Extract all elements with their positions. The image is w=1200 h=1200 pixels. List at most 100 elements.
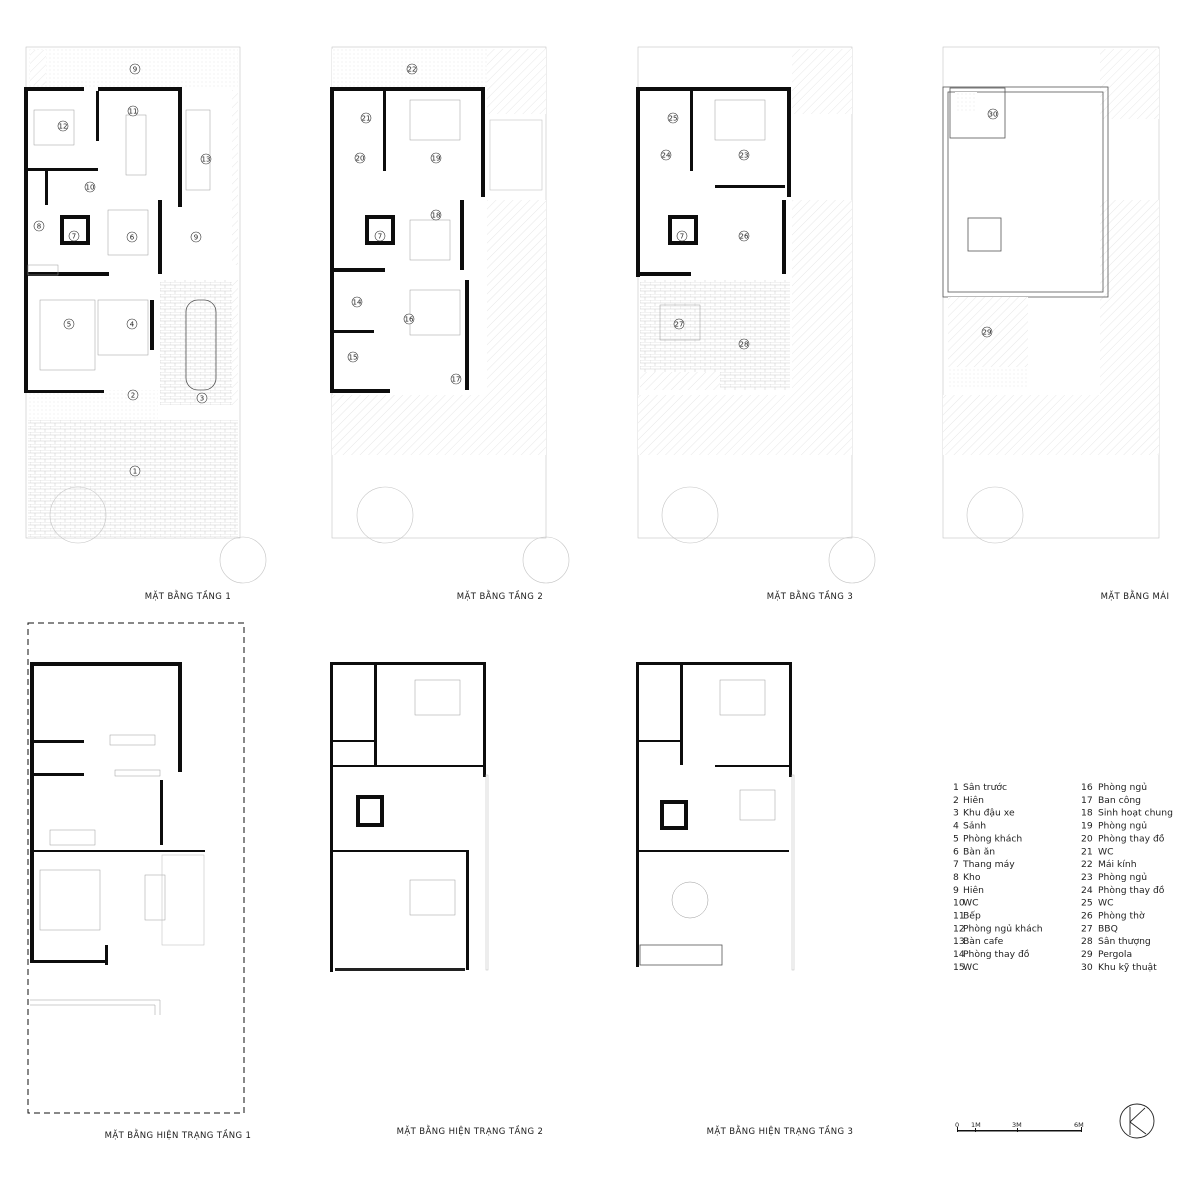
- wall: [374, 665, 377, 765]
- wall: [333, 765, 483, 767]
- room-number-bubble: [127, 105, 139, 117]
- tree-icon: [661, 486, 719, 544]
- legend-number: 5: [953, 833, 959, 844]
- plan-title: MẶT BẰNG HIỆN TRẠNG TẦNG 3: [707, 1124, 854, 1137]
- roof-tiles: [792, 49, 852, 114]
- room-number-bubble: [406, 63, 418, 75]
- room-number: 27: [675, 321, 684, 329]
- wall: [105, 945, 108, 965]
- wall: [333, 850, 468, 852]
- wall: [787, 87, 791, 197]
- room-number-bubble: [403, 313, 415, 325]
- guest-bed: [33, 109, 75, 146]
- legend-number: 19: [1081, 821, 1093, 832]
- property-line: [791, 774, 795, 971]
- wall: [690, 91, 693, 171]
- wall: [636, 87, 640, 277]
- room-number-bubble: [673, 318, 685, 330]
- room-number: 12: [59, 123, 68, 131]
- legend-label: WC: [963, 962, 979, 973]
- tree-icon: [828, 536, 876, 584]
- altar-furniture: [739, 789, 776, 821]
- room-number: 28: [740, 341, 749, 349]
- site-boundary-dashed: [27, 622, 245, 1114]
- room-number-bubble: [127, 389, 139, 401]
- legend-number: 24: [1081, 885, 1093, 896]
- wall: [160, 780, 163, 845]
- wall: [178, 87, 182, 207]
- wall: [330, 662, 485, 665]
- dining-table: [107, 209, 149, 256]
- lobby-seating: [97, 299, 149, 356]
- porch-2: [28, 390, 158, 420]
- legend-number: 14: [953, 949, 965, 960]
- planter: [30, 50, 46, 85]
- wall: [789, 662, 792, 777]
- roof-tiles: [487, 49, 546, 114]
- tree-icon: [522, 536, 570, 584]
- room-number-bubble: [981, 326, 993, 338]
- bed: [409, 99, 461, 141]
- legend-label: WC: [1098, 846, 1114, 857]
- wall: [465, 280, 469, 390]
- legend-number: 11: [953, 911, 965, 922]
- wall: [483, 662, 486, 777]
- side-yard: [161, 854, 205, 946]
- legend-number: 2: [953, 795, 959, 806]
- balcony-rail: [335, 968, 465, 971]
- legend-number: 22: [1081, 859, 1093, 870]
- kitchen-island: [125, 114, 147, 176]
- roof-tiles: [943, 395, 1159, 455]
- plan-floor-2: 22 21 20 19 18 7 14 16 15 17 MẶT BẰNG TẦ…: [330, 46, 570, 602]
- room-number-bubble: [129, 63, 141, 75]
- plan-title: MẶT BẰNG MÁI: [1101, 589, 1170, 602]
- room-number: 7: [680, 233, 684, 241]
- dining-chairs: [109, 734, 156, 746]
- legend-label: Phòng ngủ: [1098, 821, 1147, 832]
- wall: [782, 200, 786, 274]
- room-number: 16: [405, 316, 414, 324]
- room-number-bubble: [430, 152, 442, 164]
- room-number-bubble: [430, 209, 442, 221]
- legend-number: 16: [1081, 782, 1093, 793]
- tree-icon: [219, 536, 267, 584]
- planter: [232, 280, 238, 405]
- room-number-bubble: [347, 351, 359, 363]
- tree-icon: [49, 486, 107, 544]
- legend-label: Ban công: [1098, 795, 1141, 806]
- legend-number: 18: [1081, 808, 1093, 819]
- room-number-bubble: [667, 112, 679, 124]
- legend-label: Phòng thờ: [1098, 911, 1145, 922]
- room-number-bubble: [126, 318, 138, 330]
- cafe-tables: [185, 109, 211, 191]
- room-number-bubble: [200, 153, 212, 165]
- elevator-core: [369, 219, 391, 241]
- legend-number: 10: [953, 898, 965, 909]
- stair-steps: [49, 829, 96, 846]
- wall: [639, 850, 789, 852]
- plan-title: MẶT BẰNG HIỆN TRẠNG TẦNG 1: [105, 1128, 252, 1141]
- wall: [334, 330, 374, 333]
- room-number-bubble: [360, 112, 372, 124]
- legend-label: Phòng ngủ: [1098, 872, 1147, 883]
- planter: [948, 367, 1028, 387]
- room-number-bubble: [190, 231, 202, 243]
- bbq-table: [671, 881, 709, 919]
- legend-label: Thang máy: [962, 859, 1015, 870]
- legend-label: Sân trước: [963, 782, 1007, 793]
- scale-tick: [1081, 1127, 1082, 1132]
- plan-existing-floor-2: MẶT BẰNG HIỆN TRẠNG TẦNG 2: [330, 662, 543, 1137]
- wall: [30, 662, 34, 962]
- wall: [96, 91, 99, 141]
- wall: [330, 87, 334, 392]
- glass-roof-panel: [489, 119, 543, 191]
- legend-label: Khu kỹ thuật: [1098, 962, 1157, 973]
- legend-number: 23: [1081, 872, 1093, 883]
- wall: [466, 850, 469, 970]
- plan-floor-1: 9 11 12 13 10 8 7 6 9 5 4 2 3 1 MẶT BẰNG…: [24, 46, 267, 602]
- scale-tick: [975, 1128, 976, 1132]
- legend-number: 3: [953, 808, 959, 819]
- wall: [24, 87, 84, 91]
- room-number-bubble: [63, 318, 75, 330]
